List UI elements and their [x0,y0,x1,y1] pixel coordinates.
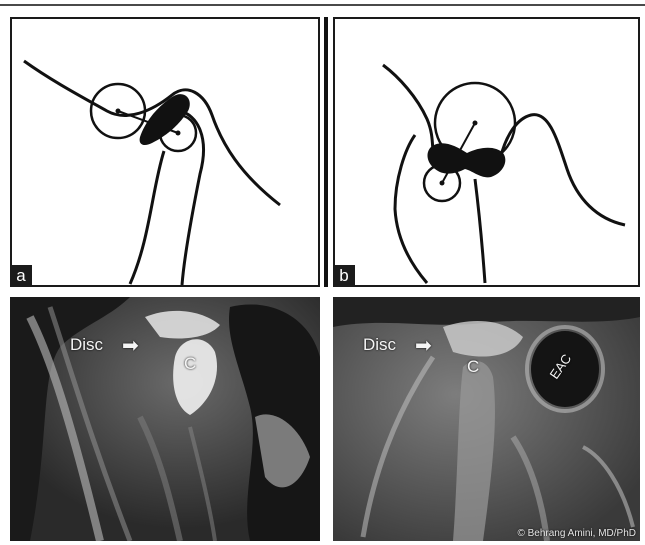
panel-label-a: a [10,265,32,287]
disc-shape [428,143,506,177]
mri-texture-left [10,297,320,541]
condyle-label: C [467,357,479,377]
arrow-icon: ➡ [415,333,432,358]
mri-texture-right [333,297,640,541]
arrow-icon: ➡ [122,333,139,358]
panel-divider [320,17,333,287]
joint-sketch-b [335,19,638,285]
disc-label: Disc [70,335,103,355]
schematic-panel-a: a [10,17,320,287]
panel-label-b: b [333,265,355,287]
top-rule [0,4,645,6]
disc-label: Disc [363,335,396,355]
schematic-panel-b: b [333,17,640,287]
joint-sketch-a [12,19,318,285]
condyle-label: C [184,354,196,374]
mri-image-open-mouth: Disc ➡ C EAC © Behrang Amini, MD/PhD [333,297,640,541]
image-credit: © Behrang Amini, MD/PhD [517,528,636,539]
mri-image-closed-mouth: Disc ➡ C [10,297,320,541]
